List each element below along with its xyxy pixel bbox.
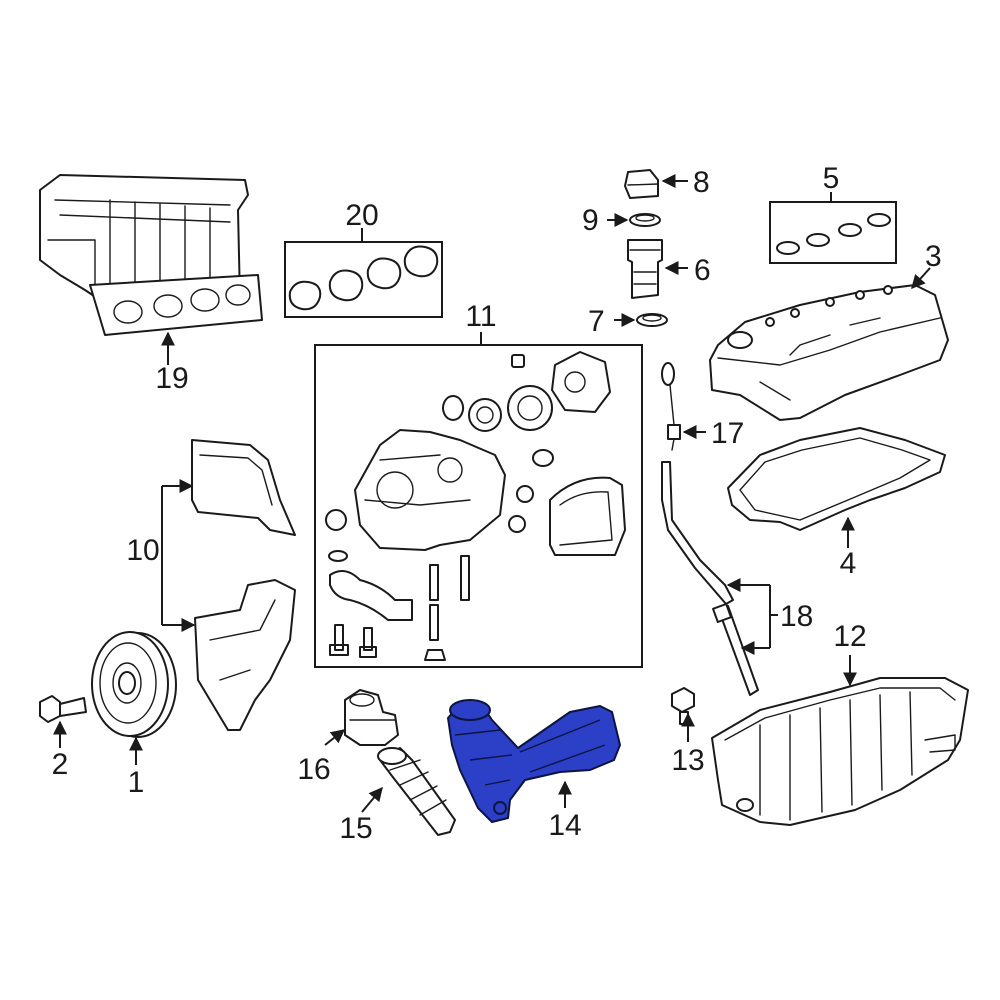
seal-kit-box-5	[769, 201, 897, 264]
callout-19: 19	[155, 362, 188, 395]
callout-11: 11	[465, 300, 496, 333]
callout-8: 8	[693, 166, 710, 199]
callout-18: 18	[780, 600, 813, 633]
manifold-gaskets-part-20[interactable]	[288, 245, 439, 311]
callout-1: 1	[128, 766, 145, 799]
intake-manifold-part-19[interactable]	[39, 174, 263, 336]
seal-part-9[interactable]	[629, 213, 661, 227]
valve-cover-part-3[interactable]	[709, 284, 949, 421]
oil-filler-cap-part-8[interactable]	[624, 169, 659, 199]
leader-16	[324, 729, 346, 746]
oil-filter-housing-part-14[interactable]	[447, 699, 621, 823]
oil-pump-assembly-part-11[interactable]	[325, 351, 626, 661]
oil-pan-part-12[interactable]	[711, 677, 969, 826]
pulley-bolt-part-2[interactable]	[39, 695, 87, 723]
oil-filter-element-part-15[interactable]	[377, 747, 456, 836]
dipstick-part-17[interactable]	[661, 362, 681, 451]
callout-5: 5	[823, 162, 840, 195]
seal-part-7[interactable]	[636, 313, 668, 327]
gasket-box-20	[284, 241, 443, 318]
callout-4: 4	[840, 547, 857, 580]
callout-6: 6	[694, 254, 711, 287]
callout-7: 7	[588, 305, 605, 338]
valve-cover-gasket-part-4[interactable]	[727, 427, 946, 531]
callout-17: 17	[711, 417, 744, 450]
oil-filter-cap-part-16[interactable]	[344, 689, 399, 746]
callout-15: 15	[339, 812, 372, 845]
callout-14: 14	[548, 809, 581, 842]
callout-12: 12	[833, 620, 866, 653]
crankshaft-pulley-part-1[interactable]	[91, 631, 177, 738]
callout-9: 9	[582, 204, 599, 237]
callout-13: 13	[671, 744, 704, 777]
filler-tube-part-6[interactable]	[627, 239, 663, 299]
oil-pump-box-11	[314, 344, 643, 668]
drain-plug-part-13[interactable]	[671, 687, 695, 725]
leader-3	[911, 267, 931, 290]
spark-plug-seals-part-5[interactable]	[776, 213, 891, 255]
leader-15	[361, 786, 383, 813]
callout-2: 2	[52, 748, 69, 781]
callout-10: 10	[126, 534, 159, 567]
callout-16: 16	[297, 753, 330, 786]
dipstick-tube-part-18[interactable]	[661, 461, 759, 696]
callout-3: 3	[925, 240, 942, 273]
callout-20: 20	[345, 199, 378, 232]
timing-cover-part-10[interactable]	[191, 439, 296, 731]
